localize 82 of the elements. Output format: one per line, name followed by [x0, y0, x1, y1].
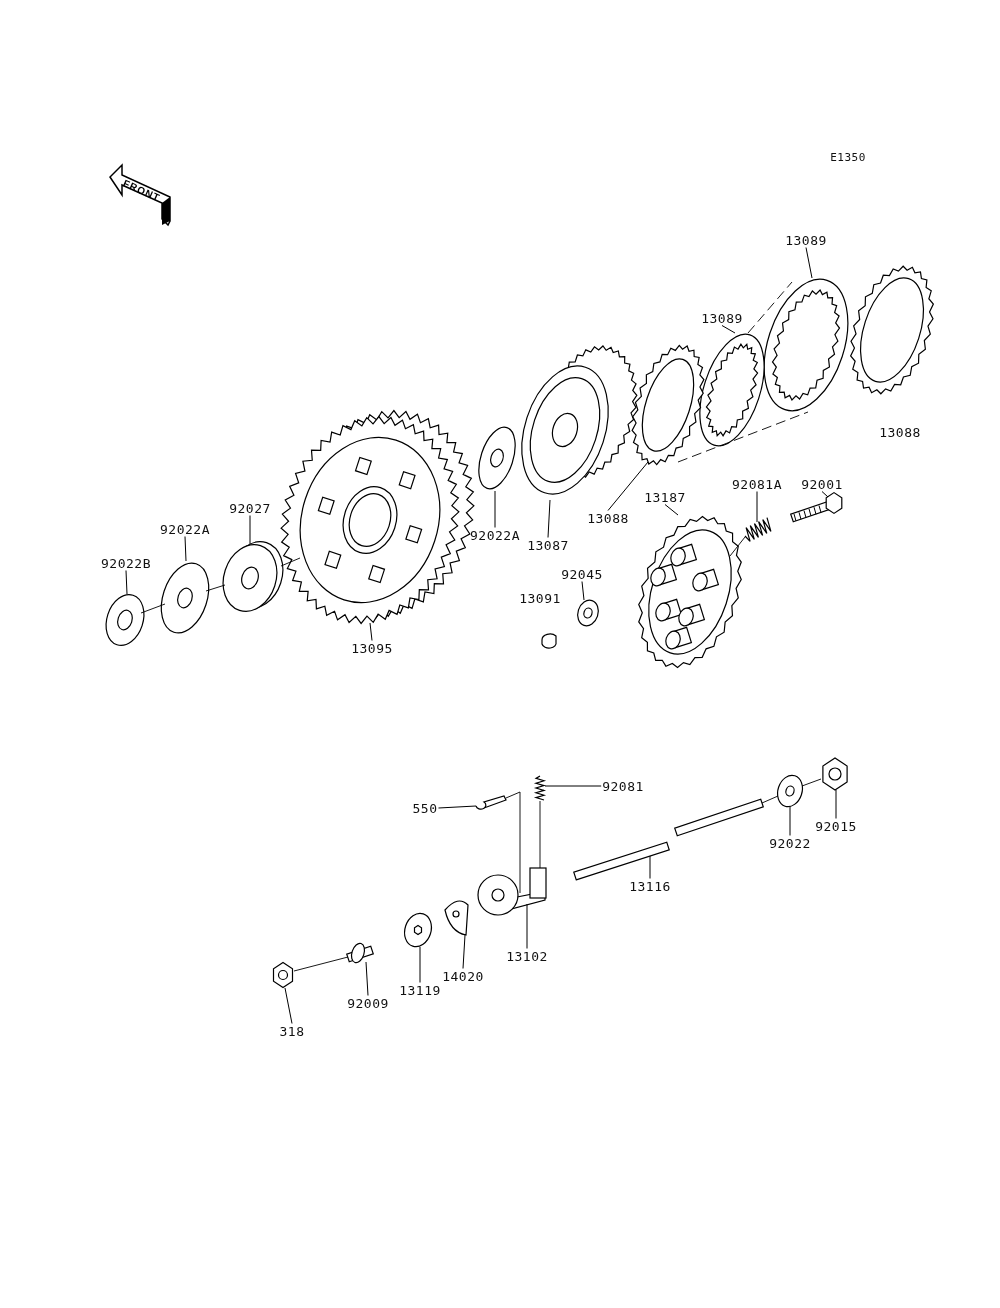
center-line [293, 956, 349, 972]
clutch-plate-drawing [763, 278, 849, 412]
leader-line [125, 570, 128, 595]
spring-drawing [533, 775, 547, 801]
clip-drawing [475, 795, 507, 810]
callout-number: 92027 [229, 500, 271, 516]
clutch-plate-drawing [699, 333, 765, 447]
leader-line [547, 499, 551, 538]
callout-number: 92045 [561, 566, 603, 582]
callout-number: 550 [412, 800, 438, 816]
callout-number: 92015 [815, 818, 857, 834]
leader-line [664, 504, 679, 516]
leader-line [526, 903, 528, 949]
shaft-drawing [573, 798, 765, 881]
bearing-drawing [577, 599, 599, 627]
leader-line [419, 946, 421, 983]
leader-line [284, 987, 293, 1024]
callout-number: 318 [279, 1023, 305, 1039]
washer-drawing [105, 594, 145, 646]
callout-number: 13089 [785, 232, 827, 248]
center-line [729, 536, 746, 557]
washer-drawing [478, 426, 516, 490]
leader-line [365, 961, 369, 996]
pressure-plate-drawing [638, 515, 742, 669]
callout-number: 92009 [347, 995, 389, 1011]
leader-line [607, 461, 649, 511]
callout-number: 13187 [644, 489, 686, 505]
callout-number: 92022 [769, 835, 811, 851]
washer-drawing [776, 774, 804, 808]
leader-line [544, 785, 602, 787]
callout-number: 13095 [351, 640, 393, 656]
leader-line [756, 491, 758, 523]
callout-number: 13119 [399, 982, 441, 998]
bolt-drawing [789, 491, 843, 523]
dashed-guide-line [677, 411, 809, 463]
leader-line [721, 325, 736, 334]
center-line [280, 557, 301, 567]
spacer-drawing [222, 541, 284, 612]
callout-number: 13088 [879, 424, 921, 440]
leader-line [835, 789, 837, 819]
callout-number: 92022A [470, 527, 520, 543]
nut-drawing [272, 961, 294, 989]
center-line [761, 795, 779, 804]
clutch-hub-drawing [521, 345, 638, 495]
center-line [539, 800, 541, 869]
callout-number: 92081 [602, 778, 644, 794]
callout-number: 13091 [519, 590, 561, 606]
dashed-guide-line [747, 281, 793, 334]
steel-plate-drawing [631, 344, 705, 466]
leader-line [462, 934, 466, 969]
leader-line [581, 581, 585, 601]
center-line [505, 791, 521, 894]
callout-number: 13089 [701, 310, 743, 326]
leader-line [494, 490, 496, 528]
leader-line [821, 491, 829, 498]
callout-number: 14020 [442, 968, 484, 984]
leader-line [789, 805, 791, 836]
washer-drawing [160, 562, 210, 634]
spring-drawing [744, 517, 772, 542]
leader-line [369, 622, 373, 641]
callout-number: 13102 [506, 948, 548, 964]
center-line [205, 584, 226, 592]
leader-line [649, 855, 651, 879]
callout-number: 92001 [801, 476, 843, 492]
callout-number: 13088 [587, 510, 629, 526]
cam-drawing [403, 912, 433, 948]
diagram-code: E1350 [830, 149, 866, 165]
screw-drawing [346, 942, 374, 964]
leader-line [805, 247, 813, 279]
callout-number: 13087 [527, 537, 569, 553]
leader-line [438, 805, 477, 809]
callout-number: 13116 [629, 878, 671, 894]
nut-drawing [822, 757, 848, 791]
callout-number: 92022A [160, 521, 210, 537]
center-line [801, 778, 822, 787]
cam-plate-drawing [444, 900, 469, 936]
callout-number: 92081A [732, 476, 782, 492]
callout-number: 92022B [101, 555, 151, 571]
center-line [140, 603, 166, 614]
lever-drawing [477, 867, 547, 916]
leader-line [249, 515, 251, 545]
leader-line [184, 536, 187, 562]
